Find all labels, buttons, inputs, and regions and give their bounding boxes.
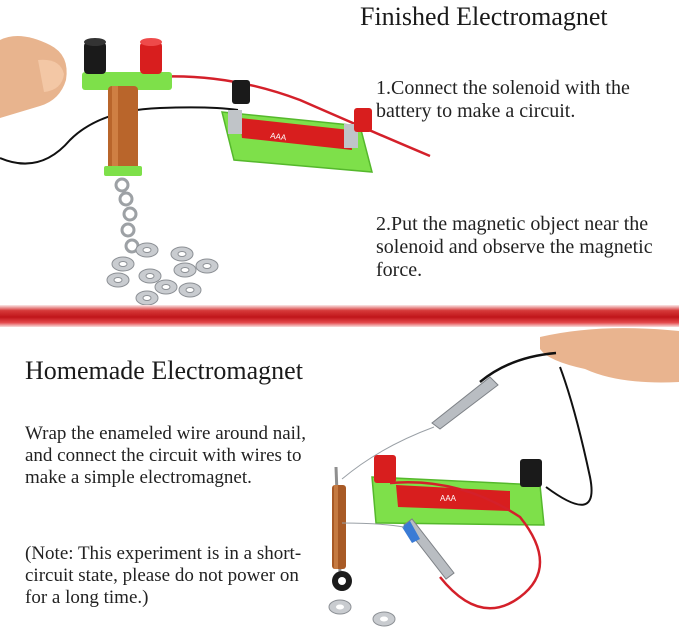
washer-icon: [106, 242, 219, 305]
red-terminal-icon: [354, 108, 372, 132]
alligator-clip-icon: [431, 376, 499, 430]
battery-label: AAA: [440, 494, 457, 503]
homemade-electromagnet-panel: AAA: [0, 327, 679, 637]
step-2-text: 2.Put the magnetic object near the solen…: [376, 213, 653, 281]
solenoid-coil: [104, 86, 142, 176]
homemade-title: Homemade Electromagnet: [25, 356, 303, 385]
hand-icon: [0, 36, 67, 118]
homemade-electromagnet-photo: AAA: [328, 328, 679, 627]
step-1-text: 1.Connect the solenoid with the battery …: [376, 77, 630, 122]
finished-title: Finished Electromagnet: [360, 2, 608, 31]
washer-icon: [328, 571, 396, 627]
finished-electromagnet-panel: AAA Finished Electromagnet 1.Connect the…: [0, 0, 679, 305]
battery-holder: AAA: [221, 110, 373, 173]
terminal-bracket: [82, 72, 172, 90]
red-terminal-icon: [140, 38, 162, 74]
warning-note: (Note: This experiment is in a short-cir…: [25, 543, 302, 608]
black-terminal-icon: [232, 80, 250, 104]
nail-coil: [332, 466, 346, 574]
hand-icon: [540, 328, 679, 383]
homemade-description: Wrap the enameled wire around nail, and …: [25, 423, 306, 488]
black-terminal-icon: [84, 38, 106, 74]
section-divider: [0, 305, 679, 327]
red-terminal-icon: [374, 455, 396, 483]
battery-holder: AAA: [371, 476, 545, 526]
black-terminal-icon: [520, 459, 542, 487]
washer-chain: [114, 177, 140, 254]
alligator-clip-icon: [402, 518, 455, 580]
finished-electromagnet-photo: AAA: [0, 36, 431, 305]
battery-label: AAA: [270, 131, 288, 142]
